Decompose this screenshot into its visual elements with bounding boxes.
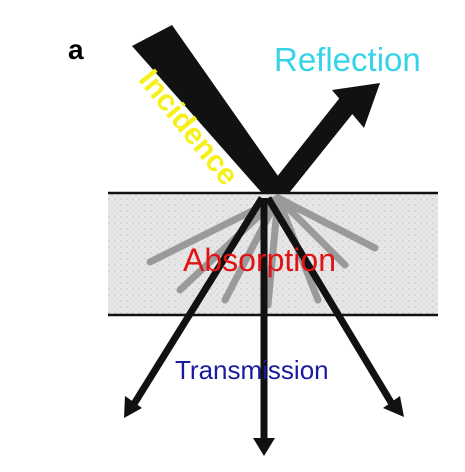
reflection-label: Reflection <box>274 41 421 78</box>
reflection-arrow <box>264 83 380 193</box>
incidence-beam <box>132 25 290 193</box>
transmission-label: Transmission <box>175 355 329 385</box>
transmission-arrows <box>124 196 404 456</box>
panel-label: a <box>68 34 84 65</box>
absorption-label: Absorption <box>183 242 336 278</box>
